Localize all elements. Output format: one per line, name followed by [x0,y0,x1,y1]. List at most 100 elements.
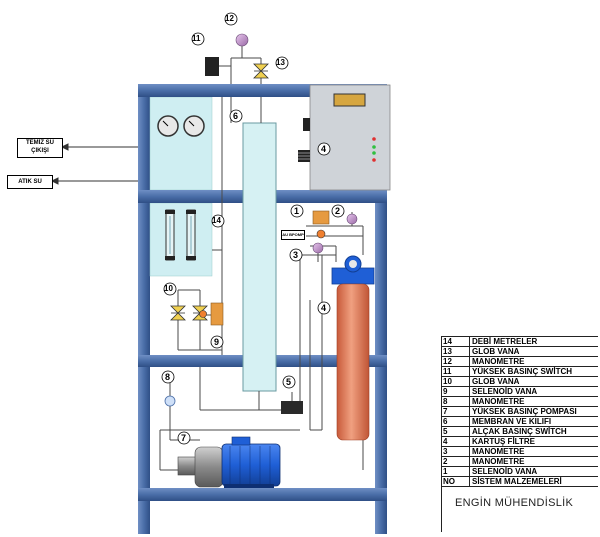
flow-meter-left [165,209,175,261]
legend-item-name: YÜKSEK BASINÇ SWİTCH [469,366,598,377]
legend-number: 3 [441,446,470,457]
low-pressure-switch [281,401,303,414]
legend-item-name: GLOB VANA [469,346,598,357]
callout-11: 11 [192,34,201,43]
solenoid-valve-9 [210,302,224,326]
legend-number: 5 [441,426,470,437]
legend-item-name: SELENOİD VANA [469,386,598,397]
legend-item-name: SELENOİD VANA [469,466,598,477]
solenoid-valve-9-coil [199,310,207,318]
solenoid-valve-1 [312,210,330,225]
cabinet-led-red [372,137,376,141]
upper-glass-panel [149,96,213,191]
callout-circles [161,12,345,445]
callout-8: 8 [165,372,171,382]
callout-1: 1 [294,206,300,216]
glob-valve-10 [170,305,186,321]
legend-number: 6 [441,416,470,427]
cabinet-connector-1 [303,118,310,131]
brand-name: ENGİN MÜHENDİSLİK [455,497,574,509]
legend-number: 10 [441,376,470,387]
legend-number: 9 [441,386,470,397]
panel-callout-4: 4 [321,144,327,154]
cartridge-filter [331,255,375,441]
legend-number: 2 [441,456,470,467]
callout-3: 3 [293,250,299,260]
callout-5: 5 [286,377,292,387]
legend-item-name: DEBİ METRELER [469,336,598,347]
manometer-2 [346,213,358,225]
legend-number: 8 [441,396,470,407]
frame-post-left [138,84,150,534]
legend-number: 12 [441,356,470,367]
outlet-lines [50,143,138,185]
flow-meter-right [186,209,196,261]
callout-7: 7 [181,433,187,443]
legend-number: 1 [441,466,470,477]
legend-item-name: GLOB VANA [469,376,598,387]
legend-item-name: MEMBRAN VE KILIFI [469,416,598,427]
callout-12: 12 [225,14,234,23]
callout-2: 2 [335,206,341,216]
callout-10: 10 [164,284,173,293]
pump-motor [221,436,281,488]
clean-water-label-line1: TEMİZ SU [26,140,54,146]
waste-water-output: ATIK SU [7,175,53,189]
legend-number: 14 [441,336,470,347]
solenoid-valve-1-coil [316,229,326,239]
membrane-housing [242,122,277,392]
legend-item-name: MANOMETRE [469,356,598,367]
legend-item-name: MANOMETRE [469,446,598,457]
cabinet-led-red-2 [372,158,376,162]
legend-number: 4 [441,436,470,447]
legend-number: NO [441,476,470,487]
frame-bar-bottom [138,488,387,501]
clean-water-output: TEMİZ SU ÇIKIŞI [17,138,63,158]
callout-4: 4 [321,303,327,313]
legend-number: 7 [441,406,470,417]
legend-item-name: ALÇAK BASINÇ SWİTCH [469,426,598,437]
callout-6: 6 [233,111,239,121]
middle-glass-panel [149,202,213,277]
glob-valve-top [253,63,269,79]
callout-13: 13 [276,58,285,67]
legend-item-name: MANOMETRE [469,456,598,467]
control-cabinet [309,84,391,191]
legend-item-name: KARTUŞ FİLTRE [469,436,598,447]
manometer-3 [312,242,324,254]
cabinet-display [333,93,366,107]
panel-gauge-left [157,115,179,137]
high-pressure-switch [205,57,219,76]
small-tag-label: AU BPOMP [282,232,304,237]
callout-9: 9 [214,337,220,347]
small-tag: AU BPOMP [281,230,305,240]
legend-number: 13 [441,346,470,357]
legend-item-name: MANOMETRE [469,396,598,407]
callout-14: 14 [212,216,221,225]
panel-gauge-right [183,115,205,137]
legend-item-name: YÜKSEK BASINÇ POMPASI [469,406,598,417]
waste-water-label: ATIK SU [18,179,42,185]
cabinet-led-green-2 [372,151,376,155]
manometer-top [235,33,249,47]
cabinet-led-green-1 [372,145,376,149]
legend-number: 11 [441,366,470,377]
manometer-8 [164,395,176,407]
